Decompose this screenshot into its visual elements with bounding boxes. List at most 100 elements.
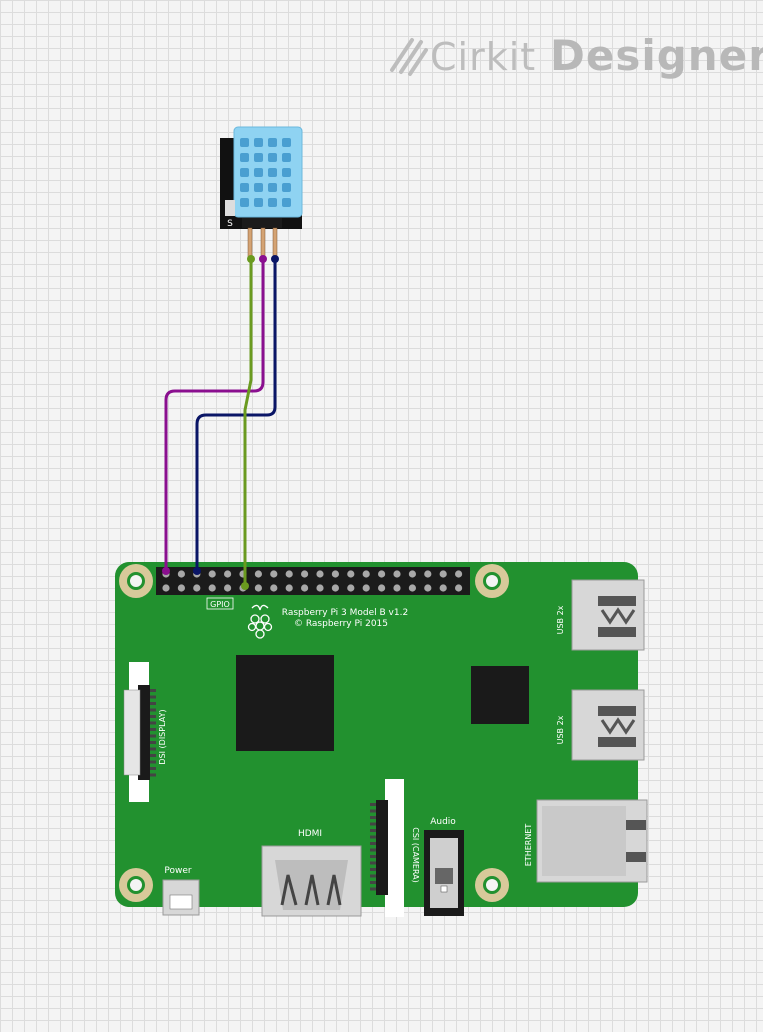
gpio-pin[interactable] bbox=[362, 570, 370, 578]
sensor-vent bbox=[268, 198, 277, 207]
gpio-pin[interactable] bbox=[162, 584, 170, 592]
sensor-vent bbox=[240, 198, 249, 207]
audio-jack[interactable] bbox=[424, 830, 464, 916]
gpio-pin[interactable] bbox=[455, 584, 463, 592]
csi-tooth bbox=[370, 822, 376, 826]
sensor-vent bbox=[240, 168, 249, 177]
csi-tooth bbox=[370, 835, 376, 839]
sensor-vent bbox=[240, 153, 249, 162]
sensor-vent bbox=[268, 138, 277, 147]
gpio-pin[interactable] bbox=[439, 570, 447, 578]
sensor-vent bbox=[282, 183, 291, 192]
csi-tooth bbox=[370, 803, 376, 806]
dsi-tooth bbox=[150, 721, 156, 725]
gpio-pin[interactable] bbox=[455, 570, 463, 578]
brand-name-bold: Designer bbox=[550, 31, 763, 80]
gpio-pin[interactable] bbox=[439, 584, 447, 592]
gpio-pin[interactable] bbox=[270, 584, 278, 592]
gpio-pin[interactable] bbox=[362, 584, 370, 592]
gpio-pin[interactable] bbox=[378, 570, 386, 578]
gpio-pin[interactable] bbox=[285, 570, 293, 578]
gpio-pin[interactable] bbox=[378, 584, 386, 592]
gpio-pin[interactable] bbox=[254, 584, 262, 592]
dsi-connector[interactable] bbox=[123, 662, 156, 802]
gpio-pin[interactable] bbox=[347, 584, 355, 592]
gpio-pin[interactable] bbox=[285, 584, 293, 592]
sensor-vent bbox=[254, 198, 263, 207]
gpio-pin[interactable] bbox=[347, 570, 355, 578]
gpio-pin[interactable] bbox=[408, 570, 416, 578]
usb-port-top[interactable] bbox=[571, 579, 645, 651]
gpio-pin[interactable] bbox=[301, 584, 309, 592]
dsi-tooth bbox=[150, 741, 156, 744]
gpio-pin[interactable] bbox=[177, 570, 185, 578]
sensor-vent bbox=[268, 168, 277, 177]
dsi-tooth bbox=[150, 773, 156, 777]
gpio-pin[interactable] bbox=[254, 570, 262, 578]
gpio-pin[interactable] bbox=[408, 584, 416, 592]
raspberry-logo-icon bbox=[247, 604, 273, 639]
gpio-pin[interactable] bbox=[393, 584, 401, 592]
board-title: Raspberry Pi 3 Model B v1.2 bbox=[282, 608, 408, 618]
gpio-pins[interactable] bbox=[162, 570, 463, 592]
cirkit-logo-icon bbox=[390, 38, 428, 76]
wire-endpoints bbox=[162, 255, 279, 590]
brand-name-light: Cirkit bbox=[430, 35, 536, 79]
ethernet-port[interactable] bbox=[536, 799, 648, 883]
csi-connector[interactable] bbox=[370, 779, 404, 917]
gpio-pin[interactable] bbox=[301, 570, 309, 578]
sensor-vent bbox=[254, 138, 263, 147]
gpio-pin[interactable] bbox=[224, 570, 232, 578]
csi-tooth bbox=[370, 848, 376, 852]
gpio-pin[interactable] bbox=[177, 584, 185, 592]
raspberry-pi-board[interactable]: GPIO Raspberry Pi 3 Model B v1.2 © Raspb… bbox=[115, 562, 648, 917]
csi-tooth bbox=[370, 887, 376, 891]
gpio-pin[interactable] bbox=[316, 584, 324, 592]
sensor-vent bbox=[240, 183, 249, 192]
gpio-pin[interactable] bbox=[424, 584, 432, 592]
sensor-vent bbox=[240, 138, 249, 147]
gpio-pin[interactable] bbox=[224, 584, 232, 592]
gpio-pin[interactable] bbox=[193, 584, 201, 592]
dsi-tooth bbox=[150, 689, 156, 692]
gpio-header bbox=[156, 567, 470, 595]
dsi-label: DSI (DISPLAY) bbox=[158, 709, 167, 764]
gpio-pin[interactable] bbox=[331, 570, 339, 578]
gpio-pin[interactable] bbox=[331, 584, 339, 592]
wires bbox=[164, 259, 277, 586]
gpio-pin[interactable] bbox=[424, 570, 432, 578]
sensor-vent bbox=[268, 153, 277, 162]
usb-label-top: USB 2x bbox=[556, 605, 565, 634]
dsi-tooth bbox=[150, 747, 156, 751]
gpio-pin[interactable] bbox=[270, 570, 278, 578]
gnd-wire[interactable] bbox=[195, 259, 277, 570]
csi-tooth bbox=[370, 816, 376, 819]
audio-label: Audio bbox=[430, 817, 456, 827]
sensor-vent bbox=[282, 198, 291, 207]
hdmi-port[interactable] bbox=[261, 845, 362, 917]
sensor-resistor bbox=[225, 200, 235, 216]
ethernet-label: ETHERNET bbox=[524, 824, 533, 867]
dht11-sensor-module[interactable]: S bbox=[220, 126, 303, 259]
power-port[interactable] bbox=[162, 879, 200, 916]
dsi-tooth bbox=[150, 695, 156, 699]
data-wire[interactable] bbox=[243, 259, 253, 586]
usb-label-bottom: USB 2x bbox=[556, 715, 565, 744]
dsi-tooth bbox=[150, 734, 156, 738]
sensor-vent bbox=[282, 153, 291, 162]
csi-tooth bbox=[370, 809, 376, 813]
gpio-pin[interactable] bbox=[393, 570, 401, 578]
gpio-pin[interactable] bbox=[316, 570, 324, 578]
dsi-tooth bbox=[150, 767, 156, 770]
gpio-pin[interactable] bbox=[208, 584, 216, 592]
sensor-silk-label: S bbox=[227, 219, 233, 229]
dsi-tooth bbox=[150, 708, 156, 712]
csi-tooth bbox=[370, 855, 376, 858]
sensor-vent bbox=[254, 183, 263, 192]
gpio-pin[interactable] bbox=[208, 570, 216, 578]
usb-port-bottom[interactable] bbox=[571, 689, 645, 761]
vcc-wire[interactable] bbox=[164, 259, 265, 570]
sensor-pin-header bbox=[242, 218, 282, 228]
csi-tooth bbox=[370, 861, 376, 865]
board-copyright: © Raspberry Pi 2015 bbox=[294, 619, 388, 629]
